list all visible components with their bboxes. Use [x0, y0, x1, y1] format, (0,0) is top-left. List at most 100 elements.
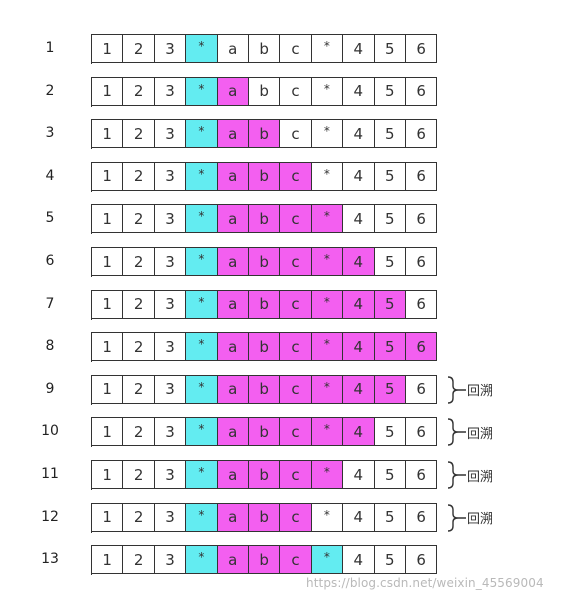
wildcard-cell: *	[311, 34, 344, 63]
cell-char: *	[198, 379, 205, 394]
cell-char: *	[323, 294, 330, 309]
cell-char: *	[323, 39, 330, 53]
char-cell: c	[280, 332, 312, 362]
char-cell: 3	[154, 289, 187, 319]
char-cell: 1	[92, 502, 124, 532]
wildcard-cell: *	[311, 204, 344, 234]
step-number: 6	[45, 253, 55, 269]
char-cell: a	[217, 332, 249, 362]
char-cell: 6	[405, 119, 438, 149]
cell-char: *	[198, 81, 205, 96]
wildcard-cell: *	[186, 460, 218, 489]
char-cell: 3	[154, 204, 187, 234]
char-cell: 5	[374, 204, 406, 234]
char-cell: 1	[92, 545, 124, 575]
char-cell: 5	[374, 289, 406, 319]
step-number: 8	[45, 338, 55, 355]
char-cell: 2	[123, 119, 155, 149]
char-cell: 3	[154, 119, 187, 149]
char-cell: c	[280, 374, 312, 404]
char-cell: 1	[92, 34, 124, 63]
step-number: 2	[45, 82, 55, 99]
cell-char: *	[198, 39, 205, 53]
char-cell: 6	[405, 502, 438, 532]
char-cell: c	[280, 545, 312, 575]
char-cell: 5	[374, 34, 406, 63]
backtrack-label: 回溯	[467, 384, 494, 400]
wildcard-cell: *	[311, 374, 344, 404]
char-cell: 5	[374, 76, 406, 106]
char-cell: c	[280, 204, 312, 234]
char-cell: 1	[92, 204, 124, 234]
char-cell: b	[248, 545, 281, 575]
char-cell: 3	[154, 34, 187, 63]
cell-char: *	[323, 465, 330, 479]
char-cell: 4	[343, 417, 375, 447]
backtrack-marker: 回溯	[446, 417, 493, 447]
wildcard-cell: *	[311, 119, 344, 149]
cell-char: *	[198, 422, 205, 437]
char-cell: 5	[374, 374, 406, 404]
curly-brace-icon	[447, 461, 466, 489]
char-cell: b	[248, 374, 281, 404]
char-cell: c	[280, 161, 312, 191]
char-cell: c	[280, 289, 312, 319]
cell-char: *	[323, 81, 330, 96]
cell-char: *	[198, 507, 205, 522]
cell-char: *	[323, 337, 330, 352]
char-cell: b	[248, 247, 281, 276]
wildcard-cell: *	[186, 417, 218, 447]
char-cell: 6	[405, 34, 438, 63]
char-cell: a	[217, 545, 249, 575]
cell-char: *	[198, 465, 205, 479]
wildcard-cell: *	[186, 374, 218, 404]
cell-char: *	[323, 379, 330, 394]
wildcard-cell: *	[186, 119, 218, 149]
char-cell: 3	[154, 247, 187, 276]
char-cell: 5	[374, 247, 406, 276]
wildcard-cell: *	[311, 332, 344, 362]
char-cell: 4	[343, 460, 375, 489]
wildcard-cell: *	[311, 247, 344, 276]
char-cell: 3	[154, 374, 187, 404]
backtrack-label: 回溯	[467, 469, 494, 485]
curly-brace-icon	[447, 418, 466, 447]
char-cell: 5	[374, 502, 406, 532]
char-cell: 2	[123, 76, 155, 106]
cell-char: *	[323, 550, 330, 565]
wildcard-cell: *	[186, 332, 218, 362]
wildcard-cell: *	[186, 161, 218, 191]
char-cell: 4	[343, 374, 375, 404]
char-cell: 2	[123, 460, 155, 489]
char-cell: b	[248, 161, 281, 191]
wildcard-cell: *	[311, 460, 344, 489]
step-number: 11	[41, 466, 59, 482]
char-cell: 2	[123, 332, 155, 362]
step-number: 1	[45, 40, 55, 56]
step-number: 9	[45, 380, 55, 397]
char-cell: 2	[123, 417, 155, 447]
char-cell: b	[248, 332, 281, 362]
char-cell: 5	[374, 332, 406, 362]
char-cell: a	[217, 460, 249, 489]
char-cell: 6	[405, 374, 438, 404]
char-cell: 1	[92, 289, 124, 319]
char-cell: 6	[405, 417, 438, 447]
char-cell: 4	[343, 76, 375, 106]
backtrack-marker: 回溯	[446, 503, 493, 533]
char-cell: 4	[343, 545, 375, 575]
cell-char: *	[198, 337, 205, 352]
char-cell: 1	[92, 417, 124, 447]
char-cell: a	[217, 119, 249, 149]
char-cell: 2	[123, 161, 155, 191]
char-cell: a	[217, 417, 249, 447]
char-cell: a	[217, 374, 249, 404]
char-cell: c	[280, 417, 312, 447]
char-cell: 1	[92, 374, 124, 404]
